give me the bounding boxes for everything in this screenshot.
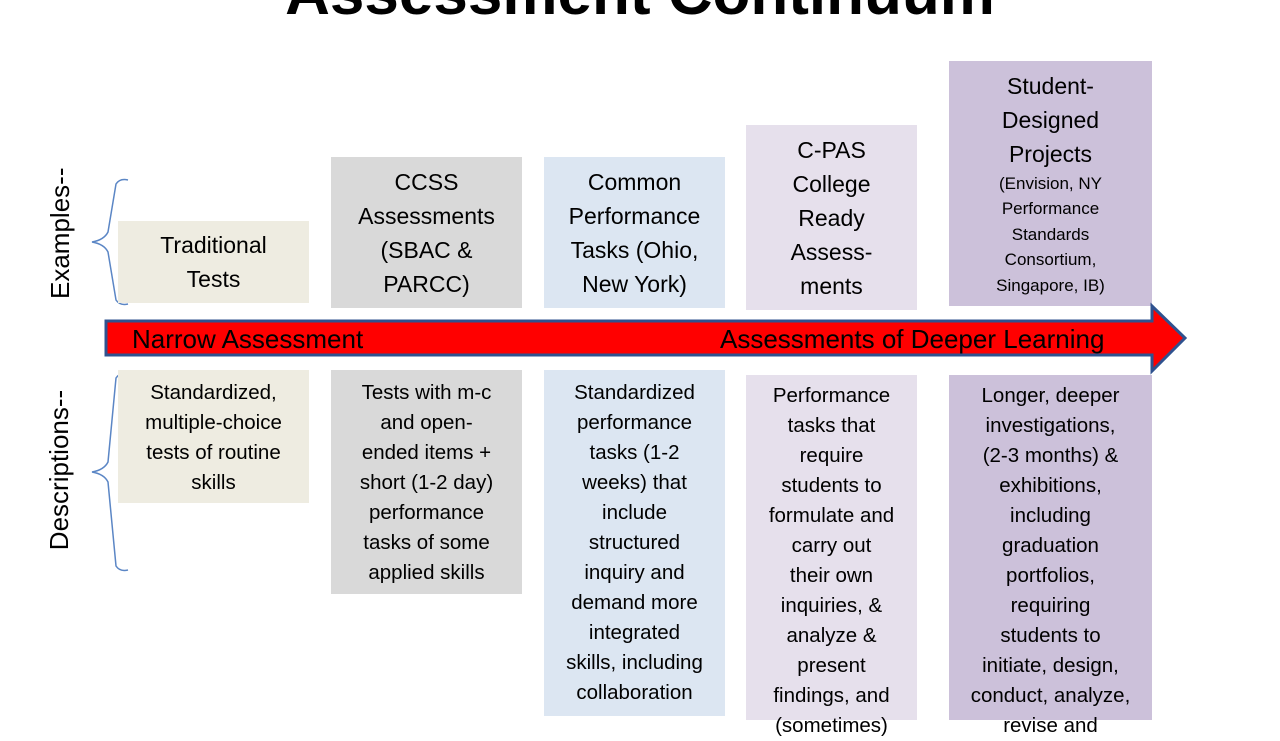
description-line: include [602, 501, 667, 524]
description-line: ended items + [361, 441, 492, 464]
example-line: (SBAC & [380, 236, 473, 263]
example-small-line: Standards [1011, 224, 1090, 244]
description-box-cpas: Performance tasks that require students … [746, 375, 917, 737]
example-line: Assessments [358, 202, 495, 229]
description-box-common-performance-tasks: Standardized performance tasks (1-2 week… [544, 370, 725, 716]
example-line: PARCC) [383, 270, 470, 297]
example-line: New York) [582, 270, 687, 297]
example-small-line: (Envision, NY [999, 173, 1102, 193]
description-line: initiate, design, [982, 654, 1119, 677]
example-line: Designed [1001, 106, 1100, 133]
example-line: Ready [798, 204, 865, 231]
example-line: C-PAS [797, 136, 866, 163]
description-line: tasks of some [363, 531, 490, 554]
description-line: short (1-2 day) [359, 471, 494, 494]
example-line: Performance [568, 202, 701, 229]
description-line: multiple-choice [145, 411, 282, 434]
description-box-ccss: Tests with m-c and open- ended items + s… [331, 370, 522, 594]
description-line: and open- [380, 411, 473, 434]
example-small-line: Consortium, [1004, 250, 1097, 270]
description-box-traditional-tests: Standardized, multiple-choice tests of r… [118, 370, 309, 503]
example-line: Tests [186, 266, 241, 292]
example-box-traditional-tests: Traditional Tests [118, 221, 309, 303]
example-line: Student- [1007, 72, 1094, 99]
example-line: ments [800, 272, 863, 299]
description-line: Standardized [574, 381, 695, 404]
description-line: tasks (1-2 [589, 441, 680, 464]
example-line: College [792, 170, 871, 197]
example-small-line: Singapore, IB) [996, 275, 1105, 295]
descriptions-label: Descriptions-- [44, 389, 74, 551]
description-line: findings, and [773, 684, 890, 707]
example-line: Traditional [160, 232, 267, 258]
example-line: CCSS [394, 168, 459, 195]
example-box-student-designed-projects: Student- Designed Projects (Envision, NY… [949, 61, 1152, 306]
description-line: skills, including [566, 651, 703, 674]
description-line: investigations, [985, 414, 1116, 437]
example-box-ccss: CCSS Assessments (SBAC & PARCC) [331, 157, 522, 308]
description-line: collaboration [576, 681, 693, 704]
description-line: Longer, deeper [981, 384, 1120, 407]
description-line: conduct, analyze, [970, 684, 1131, 707]
description-line: structured [588, 531, 681, 554]
description-line: revise and [1003, 714, 1098, 737]
description-line: their own [789, 564, 874, 587]
description-line: (sometimes) [775, 714, 888, 737]
example-small-line: Performance [1001, 199, 1100, 219]
description-box-student-designed-projects: Longer, deeper investigations, (2-3 mont… [949, 375, 1152, 737]
example-line: Tasks (Ohio, [570, 236, 699, 263]
example-line: Common [587, 168, 682, 195]
arrow-label-deeper: Assessments of Deeper Learning [720, 324, 1105, 354]
description-line: performance [576, 411, 693, 434]
description-line: inquiry and [584, 561, 685, 584]
example-line: Assess- [790, 238, 873, 265]
arrow-label-narrow: Narrow Assessment [132, 324, 364, 354]
description-line: tests of routine [146, 441, 281, 464]
description-line: graduation [1002, 534, 1099, 557]
description-line: applied skills [368, 561, 485, 584]
description-line: students to [1000, 624, 1101, 647]
description-line: requiring [1010, 594, 1091, 617]
description-line: performance [368, 501, 485, 524]
description-line: integrated [588, 621, 681, 644]
example-box-common-performance-tasks: Common Performance Tasks (Ohio, New York… [544, 157, 725, 308]
description-line: Performance [772, 384, 891, 407]
description-line: require [799, 444, 864, 467]
description-line: carry out [791, 534, 872, 557]
description-line: present [797, 654, 866, 677]
description-line: Tests with m-c [361, 381, 492, 404]
description-line: including [1010, 504, 1091, 527]
description-line: skills [191, 471, 236, 494]
description-line: portfolios, [1006, 564, 1095, 587]
description-line: tasks that [787, 414, 876, 437]
description-line: formulate and [768, 504, 895, 527]
description-line: exhibitions, [999, 474, 1102, 497]
slide-title: Assessment Continuum [0, 0, 1280, 34]
example-box-cpas: C-PAS College Ready Assess- ments [746, 125, 917, 310]
example-line: Projects [1008, 140, 1093, 167]
description-line: students to [781, 474, 882, 497]
examples-label: Examples-- [45, 167, 75, 299]
description-line: inquiries, & [780, 594, 883, 617]
description-line: demand more [571, 591, 698, 614]
description-line: weeks) that [582, 471, 687, 494]
description-line: analyze & [786, 624, 877, 647]
description-line: Standardized, [150, 381, 277, 404]
description-line: (2-3 months) & [982, 444, 1119, 467]
